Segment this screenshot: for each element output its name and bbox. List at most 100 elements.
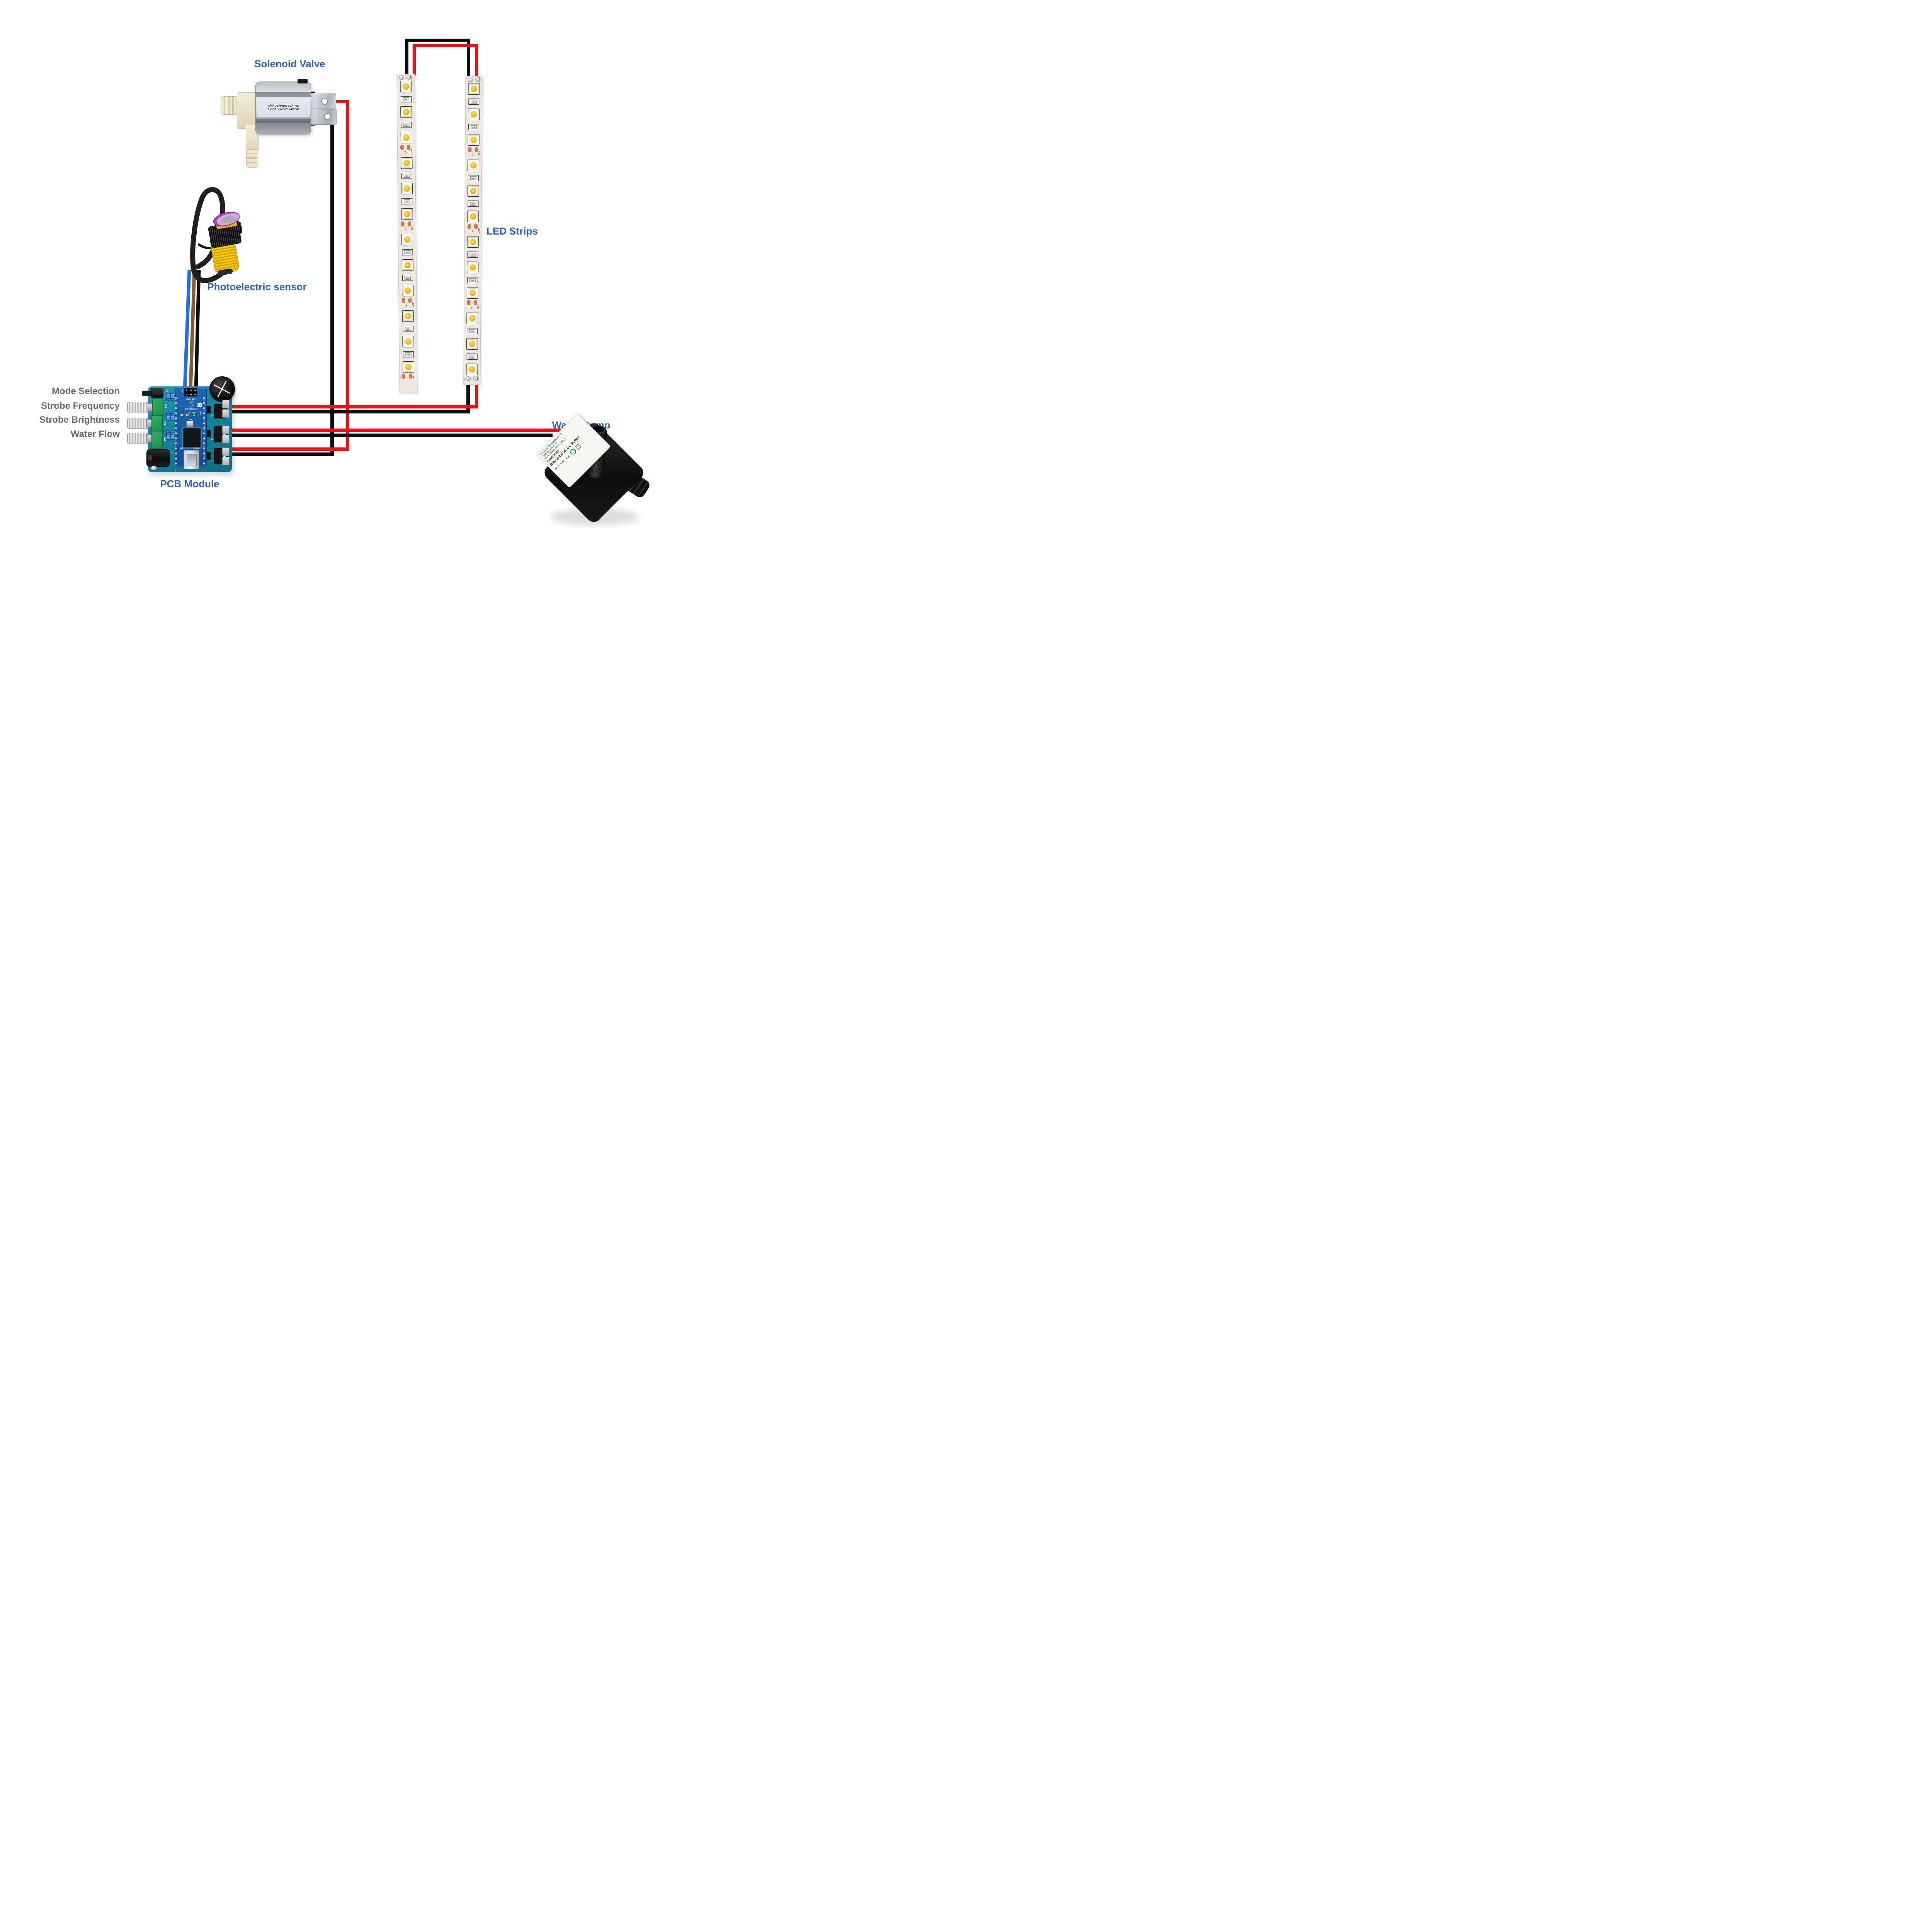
pin-pad bbox=[203, 402, 205, 404]
solder-blob bbox=[399, 75, 404, 80]
smd-resistor: 100 bbox=[399, 271, 416, 285]
wire-strip-link-black-top bbox=[405, 39, 470, 42]
nano-model: NANO bbox=[187, 402, 195, 404]
pot-body-rv3 bbox=[151, 432, 163, 449]
pin-pad bbox=[203, 447, 205, 449]
nano-led4-label: LED4 bbox=[200, 411, 202, 415]
cut-line: ✂+12V bbox=[398, 143, 415, 157]
solenoid-terminal-upper-hole bbox=[321, 98, 328, 105]
led-phosphor bbox=[469, 315, 476, 322]
led bbox=[398, 157, 415, 169]
resistor-code: 100 bbox=[470, 125, 477, 129]
pin-pad bbox=[203, 463, 205, 464]
led-phosphor bbox=[469, 238, 476, 245]
resistor-code: 100 bbox=[469, 252, 476, 257]
resistor-blue bbox=[170, 392, 174, 401]
solenoid-top-bump bbox=[298, 79, 308, 83]
smd-resistor: 100 bbox=[397, 92, 415, 106]
mode-switch-body bbox=[151, 388, 163, 398]
solenoid-valve-label: Solenoid Valve bbox=[254, 58, 325, 70]
smd-resistor: 100 bbox=[465, 197, 481, 211]
wire-ledfeed-red-vertical bbox=[475, 383, 478, 408]
wire-ledfeed-black-vertical bbox=[466, 383, 470, 413]
led bbox=[399, 335, 417, 348]
led bbox=[464, 338, 480, 350]
resistor-code: 100 bbox=[403, 173, 410, 178]
led bbox=[464, 312, 480, 325]
led bbox=[464, 261, 481, 274]
strip-end-cap: -+12V bbox=[397, 74, 414, 81]
pin-pad bbox=[175, 422, 177, 424]
resistor-code: 100 bbox=[403, 122, 410, 127]
resistor-blue bbox=[166, 412, 170, 421]
pin-pad bbox=[203, 452, 205, 454]
led bbox=[465, 185, 481, 197]
diode bbox=[207, 406, 211, 413]
minus-mark: - bbox=[464, 378, 466, 381]
water-flow-label: Water Flow bbox=[70, 429, 120, 439]
led bbox=[465, 210, 481, 223]
pin-pad bbox=[175, 463, 177, 464]
nano-version: V3.0 bbox=[189, 405, 194, 407]
photoelectric-sensor-label: Photoelectric sensor bbox=[207, 281, 307, 293]
pin-pad bbox=[203, 427, 205, 429]
pin-pad bbox=[203, 397, 205, 399]
terminal-pad-led bbox=[222, 400, 230, 408]
solenoid-marking-2: SH-V0829B6-SC(A)Y bbox=[267, 104, 299, 107]
smd-resistor: 100 bbox=[466, 95, 482, 109]
led bbox=[465, 236, 481, 248]
pin-pad bbox=[203, 417, 205, 419]
pin-pad bbox=[175, 402, 177, 404]
pin-pad bbox=[203, 407, 205, 409]
silk-rv2: RV2 bbox=[163, 421, 166, 425]
solenoid-down-barb bbox=[246, 149, 258, 168]
pump-plate-title: BRUSHLESS DC PUMP bbox=[549, 435, 581, 467]
smd-resistor: 100 bbox=[465, 171, 481, 185]
scissors-icon: ✂ bbox=[470, 230, 474, 233]
led bbox=[398, 233, 416, 246]
led-phosphor bbox=[470, 187, 476, 194]
led bbox=[399, 284, 416, 297]
nano-vendor: GRAVITECH.US bbox=[184, 408, 198, 410]
solenoid-elbow-block bbox=[237, 92, 258, 129]
resistor-code: 100 bbox=[470, 176, 476, 180]
cut-line: ✂+12V bbox=[399, 296, 416, 310]
wire-row-pump-red bbox=[229, 429, 561, 432]
led-phosphor bbox=[469, 289, 476, 296]
led bbox=[398, 182, 415, 195]
nano-logo-g: G bbox=[197, 403, 202, 407]
led bbox=[397, 80, 415, 93]
wire-strip-link-red-top bbox=[413, 44, 478, 47]
pin-pad bbox=[203, 412, 205, 414]
led-phosphor bbox=[471, 85, 477, 92]
resistor-code: 100 bbox=[471, 99, 477, 104]
crossed-bin-icon: ✕ bbox=[575, 443, 582, 450]
led bbox=[397, 106, 415, 118]
led-phosphor bbox=[404, 287, 411, 294]
resistor-blue bbox=[170, 430, 174, 440]
solenoid-inlet-barb bbox=[221, 96, 240, 115]
plus12v-mark: +12V bbox=[477, 228, 480, 233]
silk-d2: D2 bbox=[211, 438, 213, 440]
solder-blob bbox=[466, 376, 471, 381]
minus-mark: - bbox=[397, 75, 399, 78]
arduino-nano-board: ICSP ARDUINO NANO V3.0 GRAVITECH.US G TX… bbox=[175, 388, 207, 480]
resistor-code: 100 bbox=[469, 329, 476, 333]
strobe-brightness-label: Strobe Brightness bbox=[39, 415, 120, 425]
resistor-code: 100 bbox=[404, 250, 410, 255]
silk-d3: D3 bbox=[211, 460, 213, 462]
led bbox=[464, 287, 481, 299]
wire-strip-link-red-left bbox=[413, 44, 416, 75]
resistor-code: 100 bbox=[403, 199, 410, 204]
solenoid-terminal-lower bbox=[311, 109, 337, 125]
dc-power-jack bbox=[146, 449, 170, 467]
pin-pad bbox=[203, 422, 205, 424]
led bbox=[465, 159, 481, 172]
terminal-pad-solenoid bbox=[222, 457, 230, 465]
resistor-code: 100 bbox=[404, 276, 411, 280]
smd-resistor: 100 bbox=[466, 120, 482, 134]
resistor-code: 100 bbox=[470, 201, 476, 206]
pin-pad bbox=[175, 412, 177, 414]
plus12v-mark: +12V bbox=[478, 151, 480, 156]
